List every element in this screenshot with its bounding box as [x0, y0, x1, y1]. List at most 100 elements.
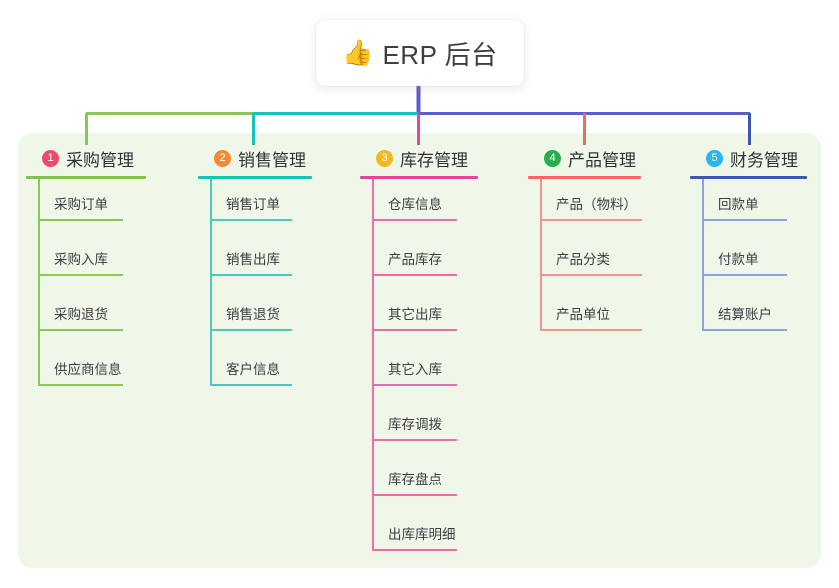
list-item[interactable]: 仓库信息	[360, 179, 498, 234]
list-item[interactable]: 回款单	[690, 179, 827, 234]
item-label: 出库库明细	[388, 527, 456, 542]
column-underline-1	[26, 176, 146, 179]
item-underline	[210, 274, 292, 276]
list-item[interactable]: 采购入库	[26, 234, 166, 289]
column-items-1: 采购订单采购入库采购退货供应商信息	[26, 179, 166, 399]
column-title-2: 销售管理	[238, 150, 306, 170]
column-header-5[interactable]: 5 财务管理	[690, 146, 827, 170]
column-items-5: 回款单付款单结算账户	[690, 179, 827, 344]
column-badge-2: 2	[214, 149, 231, 167]
item-underline	[702, 329, 787, 331]
item-underline	[372, 274, 457, 276]
column-title-1: 采购管理	[66, 150, 134, 170]
column-underline-3	[360, 176, 478, 179]
item-underline	[38, 384, 123, 386]
item-label: 其它入库	[388, 362, 442, 377]
list-item[interactable]: 产品单位	[528, 289, 661, 344]
item-label: 销售出库	[226, 252, 280, 267]
list-item[interactable]: 产品库存	[360, 234, 498, 289]
item-label: 付款单	[718, 252, 759, 267]
item-label: 采购入库	[54, 252, 108, 267]
item-label: 销售退货	[226, 307, 280, 322]
list-item[interactable]: 付款单	[690, 234, 827, 289]
list-item[interactable]: 采购订单	[26, 179, 166, 234]
column-title-5: 财务管理	[730, 150, 798, 170]
item-label: 客户信息	[226, 362, 280, 377]
item-underline	[38, 219, 123, 221]
list-item[interactable]: 供应商信息	[26, 344, 166, 399]
list-item[interactable]: 库存盘点	[360, 454, 498, 509]
column-badge-4: 4	[544, 149, 561, 167]
item-label: 采购退货	[54, 307, 108, 322]
column-title-4: 产品管理	[568, 150, 636, 170]
item-label: 库存盘点	[388, 472, 442, 487]
item-label: 产品单位	[556, 307, 610, 322]
item-underline	[372, 384, 457, 386]
root-node-label: ERP 后台	[382, 39, 498, 70]
column-badge-3: 3	[376, 149, 393, 167]
item-underline	[372, 549, 457, 551]
column-underline-5	[690, 176, 807, 179]
item-underline	[372, 439, 457, 441]
column-items-3: 仓库信息产品库存其它出库其它入库库存调拨库存盘点出库库明细	[360, 179, 498, 564]
column-header-1[interactable]: 1 采购管理	[26, 146, 166, 170]
column-title-3: 库存管理	[400, 150, 468, 170]
column-header-2[interactable]: 2 销售管理	[198, 146, 332, 170]
item-label: 库存调拨	[388, 417, 442, 432]
list-item[interactable]: 销售订单	[198, 179, 332, 234]
thumbs-up-icon: 👍	[342, 38, 374, 67]
list-item[interactable]: 采购退货	[26, 289, 166, 344]
list-item[interactable]: 销售出库	[198, 234, 332, 289]
list-item[interactable]: 其它出库	[360, 289, 498, 344]
item-label: 产品分类	[556, 252, 610, 267]
list-item[interactable]: 客户信息	[198, 344, 332, 399]
column-header-4[interactable]: 4 产品管理	[528, 146, 661, 170]
item-underline	[702, 274, 787, 276]
column-underline-2	[198, 176, 312, 179]
column-items-2: 销售订单销售出库销售退货客户信息	[198, 179, 332, 399]
item-label: 结算账户	[718, 307, 772, 322]
list-item[interactable]: 其它入库	[360, 344, 498, 399]
column-spine-4	[540, 179, 542, 330]
column-spine-5	[702, 179, 704, 330]
item-underline	[372, 329, 457, 331]
item-underline	[38, 329, 123, 331]
column-spine-1	[38, 179, 40, 385]
column-spine-3	[372, 179, 374, 550]
item-label: 采购订单	[54, 197, 108, 212]
list-item[interactable]: 结算账户	[690, 289, 827, 344]
item-label: 仓库信息	[388, 197, 442, 212]
item-label: 供应商信息	[54, 362, 122, 377]
column-badge-5: 5	[706, 149, 723, 167]
column-2: 2 销售管理销售订单销售出库销售退货客户信息	[198, 146, 332, 399]
column-underline-4	[528, 176, 641, 179]
column-3: 3 库存管理仓库信息产品库存其它出库其它入库库存调拨库存盘点出库库明细	[360, 146, 498, 564]
item-underline	[38, 274, 123, 276]
item-underline	[702, 219, 787, 221]
column-items-4: 产品（物料） 产品分类产品单位	[528, 179, 661, 344]
list-item[interactable]: 产品分类	[528, 234, 661, 289]
item-underline	[540, 329, 642, 331]
item-label: 产品库存	[388, 252, 442, 267]
list-item[interactable]: 销售退货	[198, 289, 332, 344]
item-underline	[372, 494, 457, 496]
column-header-3[interactable]: 3 库存管理	[360, 146, 498, 170]
item-underline	[210, 384, 292, 386]
list-item[interactable]: 产品（物料）	[528, 179, 661, 234]
column-1: 1 采购管理采购订单采购入库采购退货供应商信息	[26, 146, 166, 399]
list-item[interactable]: 出库库明细	[360, 509, 498, 564]
item-label: 其它出库	[388, 307, 442, 322]
root-node-erp-backend[interactable]: 👍 ERP 后台	[316, 20, 524, 86]
column-5: 5 财务管理回款单付款单结算账户	[690, 146, 827, 344]
item-label: 回款单	[718, 197, 759, 212]
item-underline	[210, 219, 292, 221]
item-label: 销售订单	[226, 197, 280, 212]
item-underline	[540, 274, 642, 276]
column-badge-1: 1	[42, 149, 59, 167]
item-underline	[210, 329, 292, 331]
item-underline	[540, 219, 642, 221]
column-spine-2	[210, 179, 212, 385]
item-label: 产品（物料）	[556, 197, 637, 212]
list-item[interactable]: 库存调拨	[360, 399, 498, 454]
